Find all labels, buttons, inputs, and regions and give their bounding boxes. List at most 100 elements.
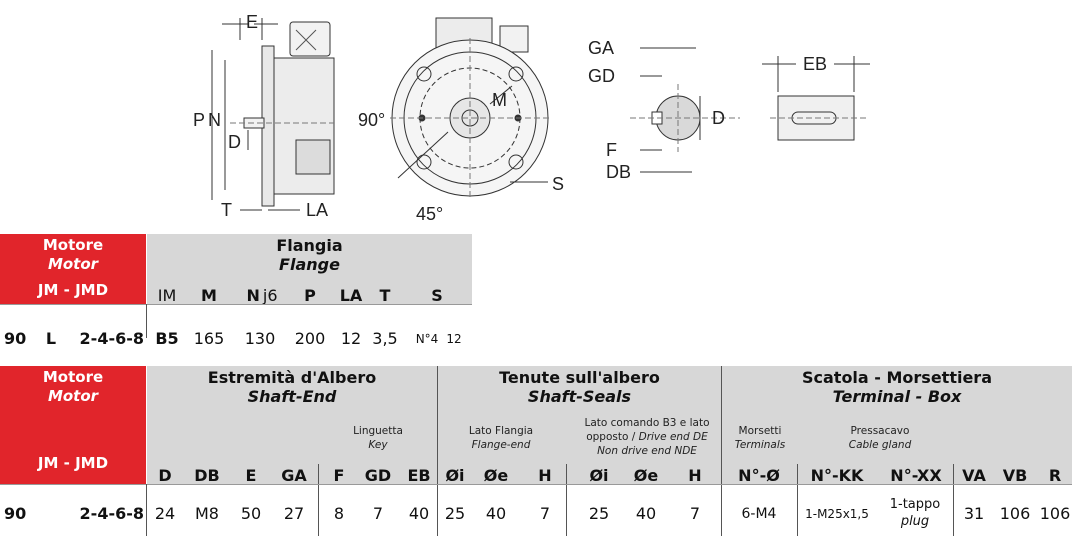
drive-end-subheader: Lato comando B3 e lato opposto / Drive e… (572, 416, 722, 458)
flange-header (147, 234, 472, 304)
col-n-main: N (246, 286, 260, 305)
dim-label-f: F (606, 140, 617, 160)
dim-label-d-section: D (712, 108, 725, 128)
cell-eb: 40 (408, 504, 430, 523)
col-oi-1: Øi (445, 466, 465, 485)
motor-header-en: Motor (47, 255, 99, 273)
shaft-end-title: Estremità d'Albero Shaft-End (147, 368, 437, 406)
cell-n-xx-it: 1-tappo (889, 497, 941, 512)
col-va: VA (962, 466, 986, 485)
cell-t: 3,5 (372, 329, 398, 348)
terminal-box-title: Scatola - Morsettiera Terminal - Box (722, 368, 1072, 406)
dim-label-la: LA (306, 200, 328, 220)
cell-n-o: 6-M4 (741, 506, 777, 522)
seals-title-en: Shaft-Seals (527, 387, 632, 406)
cell-la: 12 (340, 329, 362, 348)
drive-end-line1: Lato comando B3 e lato (584, 417, 710, 429)
dim-label-m: M (492, 90, 507, 110)
shaft-end-title-it: Estremità d'Albero (207, 368, 377, 387)
col-n-kk: N°-KK (810, 466, 864, 485)
col-db: DB (194, 466, 220, 485)
group-sep-1 (437, 366, 438, 536)
motor-header-2: Motore Motor JM - JMD (0, 366, 146, 484)
cell-m: 165 (193, 329, 225, 348)
drive-end-line2a: opposto / (586, 431, 639, 443)
drive-end-line3: Non drive end NDE (597, 445, 697, 457)
col-la: LA (339, 286, 363, 305)
cell-h-2: 7 (689, 504, 701, 523)
cell-poles: 2-4-6-8 (79, 329, 144, 348)
dim-label-s: S (552, 174, 564, 194)
key-label-en: Key (368, 439, 388, 451)
col-n-xx: N°-XX (890, 466, 942, 485)
col-gd: GD (364, 466, 392, 485)
col-n-sub: j6 (262, 286, 278, 305)
cell-poles-2: 2-4-6-8 (79, 504, 144, 523)
cell-oe-1: 40 (485, 504, 507, 523)
dim-label-t: T (221, 200, 232, 220)
dim-label-angle-90: 90° (358, 110, 385, 130)
col-h-2: H (688, 466, 702, 485)
motor-header-2-en: Motor (47, 387, 99, 405)
cell-ga: 27 (283, 504, 305, 523)
col-d: D (158, 466, 172, 485)
motor-header-it: Motore (42, 236, 104, 254)
col-eb: EB (407, 466, 431, 485)
col-m: M (201, 286, 217, 305)
col-im: IM (157, 286, 177, 305)
seals-title-it: Tenute sull'albero (499, 368, 660, 387)
gland-en: Cable gland (848, 439, 912, 451)
cell-size: 90 (4, 329, 27, 348)
dim-label-p: P (193, 110, 205, 130)
sep-after-n-xx (953, 464, 954, 536)
dim-label-db: DB (606, 162, 631, 182)
cell-e: 50 (240, 504, 262, 523)
cell-f: 8 (333, 504, 345, 523)
dim-label-n: N (208, 110, 221, 130)
col-n-o: N°-Ø (738, 466, 780, 485)
box-title-it: Scatola - Morsettiera (801, 368, 992, 387)
cell-n: 130 (244, 329, 276, 348)
front-view-drawing (390, 17, 550, 198)
shaft-side-drawing (762, 56, 870, 141)
shaft-end-title-en: Shaft-End (247, 387, 337, 406)
cell-p: 200 (294, 329, 326, 348)
dim-label-gd: GD (588, 66, 615, 86)
row-divider-2 (0, 484, 1072, 485)
dim-label-d: D (228, 132, 241, 152)
cell-h-1: 7 (539, 504, 551, 523)
cell-s-size: 12 (446, 332, 462, 346)
shaft-header (147, 366, 1072, 484)
row-separator-2 (146, 484, 147, 536)
drive-end-line2: opposto / Drive end DE (572, 430, 722, 444)
gland-it: Pressacavo (850, 425, 910, 437)
cell-va: 31 (963, 504, 985, 523)
cell-n-xx: 1-tappo plug (878, 496, 952, 530)
col-s: S (431, 286, 443, 305)
dim-label-ga: GA (588, 38, 614, 58)
col-p: P (304, 286, 316, 305)
flange-title-it: Flangia (276, 236, 343, 255)
cell-im: B5 (155, 329, 179, 348)
key-label-it: Linguetta (353, 425, 403, 437)
cell-oi-1: 25 (444, 504, 466, 523)
drive-end-line2b: Drive end DE (638, 431, 708, 443)
dim-label-e: E (246, 12, 258, 32)
col-e: E (245, 466, 257, 485)
cell-db: M8 (195, 504, 219, 523)
col-t: T (379, 286, 391, 305)
sep-after-n-o (797, 464, 798, 536)
col-ga: GA (281, 466, 307, 485)
cell-vb: 106 (999, 504, 1031, 523)
flange-end-it: Lato Flangia (468, 425, 534, 437)
shaft-section-drawing (630, 47, 740, 173)
seals-title: Tenute sull'albero Shaft-Seals (438, 368, 721, 406)
terminals-en: Terminals (734, 439, 786, 451)
cell-d: 24 (154, 504, 176, 523)
box-title-en: Terminal - Box (832, 387, 962, 406)
col-r: R (1048, 466, 1062, 485)
flange-end-en: Flange-end (471, 439, 531, 451)
cell-n-kk: 1-M25x1,5 (805, 507, 869, 521)
flange-end-subheader: Lato Flangia Flange-end (446, 424, 556, 452)
